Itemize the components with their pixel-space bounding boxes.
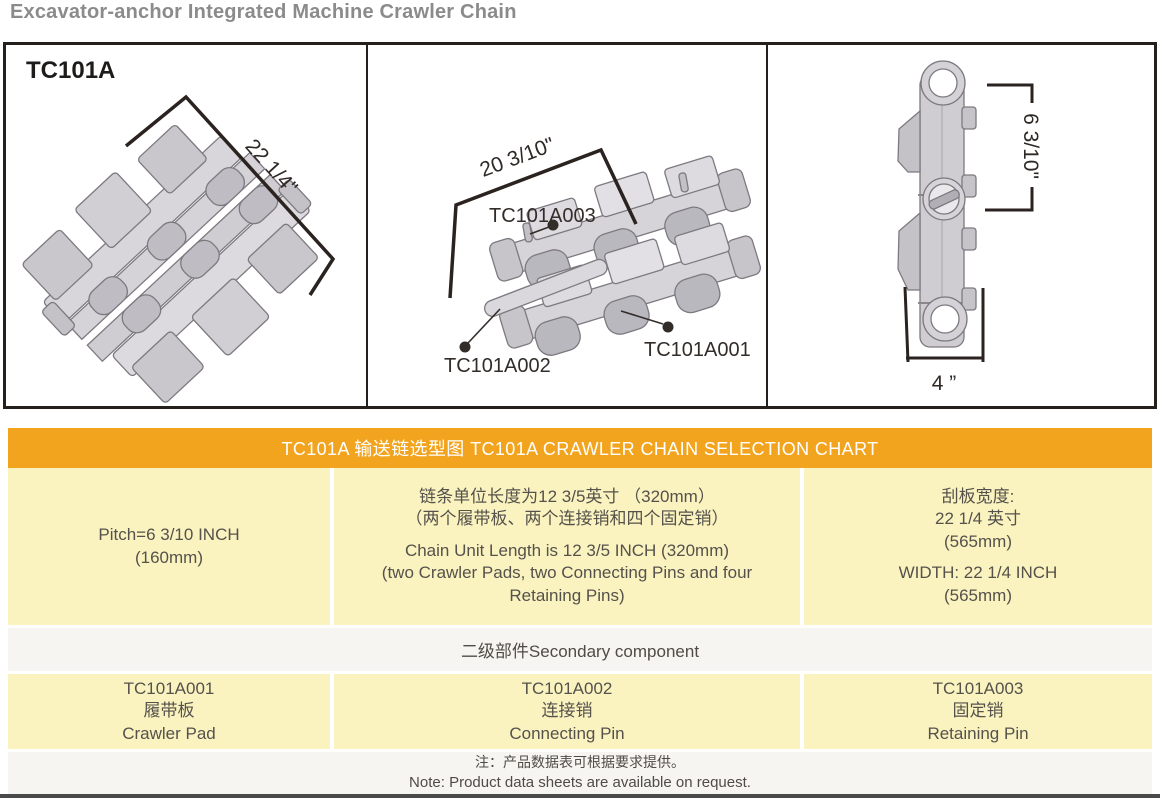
component-name-en: Connecting Pin <box>509 723 625 743</box>
component-cell-retaining-pin: TC101A003 固定销 Retaining Pin <box>804 674 1152 749</box>
side-view-drawing: 6 3/10" 4 ” <box>897 60 1042 395</box>
unit-length-en2: (two Crawler Pads, two Connecting Pins a… <box>381 563 753 583</box>
component-name-en: Retaining Pin <box>927 723 1029 743</box>
unit-length-cell: 链条单位长度为12 3/5英寸 （320mm） （两个履带板、两个连接销和四个固… <box>334 468 800 625</box>
page-title: Excavator-anchor Integrated Machine Craw… <box>10 1 517 23</box>
exploded-dimension-line <box>448 147 638 299</box>
connecting-pin-rod <box>484 258 608 317</box>
label-connecting-pin: TC101A002 <box>444 355 551 377</box>
technical-drawing-panels: TC101A <box>3 42 1157 409</box>
label-retaining-pin: TC101A003 <box>489 205 596 227</box>
selection-chart: TC101A 输送链选型图 TC101A CRAWLER CHAIN SELEC… <box>8 428 1152 794</box>
retaining-pin-callout-dot <box>547 219 559 231</box>
overview-drawing: TC101A <box>22 57 336 403</box>
unit-length-cn2: （两个履带板、两个连接销和四个固定销） <box>405 509 729 529</box>
unit-length-en3: Retaining Pins) <box>509 585 625 605</box>
panel-exploded: 20 3/10" TC101A003 TC101A002 TC101A001 <box>366 45 766 406</box>
link-side-view <box>897 60 977 348</box>
model-label: TC101A <box>26 57 115 84</box>
width-cn1: 刮板宽度: <box>941 486 1015 506</box>
crawler-pad-callout-dot <box>662 321 674 333</box>
retaining-pins <box>522 172 689 243</box>
unit-length-cn1: 链条单位长度为12 3/5英寸 （320mm） <box>419 486 715 506</box>
overview-dimension-line <box>124 94 336 296</box>
component-name-cn: 连接销 <box>541 701 593 721</box>
crawler-pad-leader <box>620 310 664 325</box>
connecting-pin-leader <box>467 308 501 344</box>
specs-row: Pitch=6 3/10 INCH (160mm) 链条单位长度为12 3/5英… <box>8 468 1152 625</box>
exploded-length-dimension: 20 3/10" <box>477 133 558 182</box>
note-row: 注：产品数据表可根据要求提供。 Note: Product data sheet… <box>8 752 1152 794</box>
height-dimension-top <box>987 83 1034 103</box>
width-cn3: (565mm) <box>943 531 1012 551</box>
exploded-drawing: 20 3/10" TC101A003 TC101A002 TC101A001 <box>444 133 766 377</box>
pitch-line1: Pitch=6 3/10 INCH <box>98 525 240 545</box>
unit-length-en1: Chain Unit Length is 12 3/5 INCH (320mm) <box>404 540 730 560</box>
width-cell: 刮板宽度: 22 1/4 英寸 (565mm) WIDTH: 22 1/4 IN… <box>804 468 1152 625</box>
crawler-chain-isometric <box>22 124 318 403</box>
chart-header: TC101A 输送链选型图 TC101A CRAWLER CHAIN SELEC… <box>8 428 1152 468</box>
component-code: TC101A003 <box>932 678 1024 698</box>
component-cell-crawler-pad: TC101A001 履带板 Crawler Pad <box>8 674 330 749</box>
component-name-en: Crawler Pad <box>122 723 216 743</box>
component-name-cn: 履带板 <box>143 701 195 721</box>
secondary-component-header: 二级部件Secondary component <box>8 628 1152 671</box>
panel-side-view: 6 3/10" 4 ” <box>766 45 1154 406</box>
component-code: TC101A002 <box>521 678 613 698</box>
component-name-cn: 固定销 <box>952 701 1004 721</box>
side-width-dimension: 4 ” <box>932 372 957 395</box>
component-code: TC101A001 <box>123 678 215 698</box>
pitch-cell: Pitch=6 3/10 INCH (160mm) <box>8 468 330 625</box>
chart-title: TC101A 输送链选型图 TC101A CRAWLER CHAIN SELEC… <box>281 439 879 459</box>
width-en2: (565mm) <box>943 585 1012 605</box>
label-crawler-pad: TC101A001 <box>644 339 751 361</box>
side-height-dimension: 6 3/10" <box>1019 113 1042 179</box>
note-en: Note: Product data sheets are available … <box>409 774 751 792</box>
width-en1: WIDTH: 22 1/4 INCH <box>898 563 1058 583</box>
component-cell-connecting-pin: TC101A002 连接销 Connecting Pin <box>334 674 800 749</box>
components-row: TC101A001 履带板 Crawler Pad TC101A002 连接销 … <box>8 674 1152 749</box>
pitch-line2: (160mm) <box>134 547 203 567</box>
width-cn2: 22 1/4 英寸 <box>935 509 1021 529</box>
secondary-component-label: 二级部件Secondary component <box>460 642 700 661</box>
width-dim-left-tick <box>903 286 910 363</box>
height-dimension-bottom <box>985 187 1034 212</box>
page-bottom-edge <box>0 794 1160 798</box>
connecting-pin-callout-dot <box>459 341 471 353</box>
panel-overview: TC101A <box>6 45 366 406</box>
note-cn: 注：产品数据表可根据要求提供。 <box>475 754 685 771</box>
retaining-pin-leader <box>529 226 550 235</box>
